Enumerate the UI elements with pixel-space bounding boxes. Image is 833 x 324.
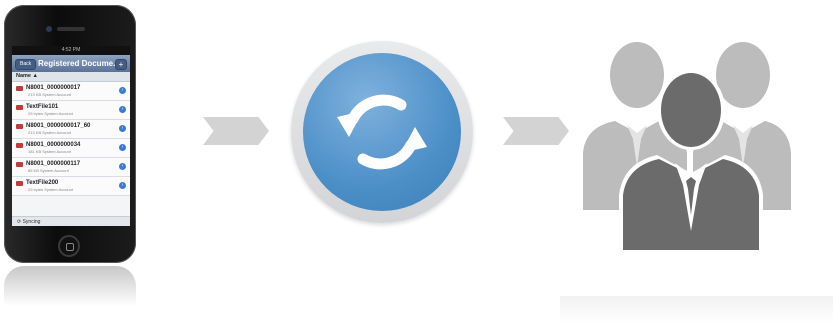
list-item[interactable]: TextFile101 29 bytes System Account › xyxy=(12,101,130,120)
sync-badge xyxy=(291,41,473,223)
sync-status-label: Syncing xyxy=(23,219,41,225)
info-icon[interactable]: › xyxy=(119,163,126,170)
list-item-subtitle: 181 KB System Account xyxy=(28,149,71,154)
camera-icon xyxy=(46,26,52,32)
list-item[interactable]: N8001_0000000017_60 213 KB System Accoun… xyxy=(12,120,130,139)
chevron-arrow-icon xyxy=(503,117,569,145)
chevron-arrow-icon xyxy=(203,117,269,145)
info-icon[interactable]: › xyxy=(119,182,126,189)
list-item[interactable]: N8001_0000000034 181 KB System Account › xyxy=(12,139,130,158)
list-item-subtitle: 213 KB System Account xyxy=(28,130,71,135)
list-item-title: N8001_0000000017_60 xyxy=(26,122,90,130)
phone-screen: 4:52 PM Back Registered Docume... + Name… xyxy=(12,46,130,226)
add-button[interactable]: + xyxy=(115,59,127,70)
file-icon xyxy=(16,162,23,167)
list-item-title: N8001_0000000034 xyxy=(26,141,80,149)
file-icon xyxy=(16,181,23,186)
speaker-grille xyxy=(57,27,85,31)
phone-reflection xyxy=(4,266,136,306)
file-icon xyxy=(16,143,23,148)
back-button[interactable]: Back xyxy=(15,59,36,70)
sort-header[interactable]: Name ▲ xyxy=(12,72,130,82)
info-icon[interactable]: › xyxy=(119,144,126,151)
file-icon xyxy=(16,86,23,91)
list-item[interactable]: TextFile200 29 bytes System Account › xyxy=(12,177,130,196)
iphone-device: 4:52 PM Back Registered Docume... + Name… xyxy=(4,5,136,263)
file-icon xyxy=(16,105,23,110)
list-item-subtitle: 29 bytes System Account xyxy=(28,187,73,192)
sync-core xyxy=(303,53,461,211)
nav-bar: Back Registered Docume... + xyxy=(12,55,130,72)
list-item-title: TextFile101 xyxy=(26,103,58,111)
sync-arrows-icon xyxy=(303,53,461,211)
list-item-title: TextFile200 xyxy=(26,179,58,187)
list-item-subtitle: 85 KB System Account xyxy=(28,168,69,173)
home-button[interactable] xyxy=(58,235,80,257)
nav-title: Registered Docume... xyxy=(38,58,120,69)
list-item-subtitle: 29 bytes System Account xyxy=(28,111,73,116)
people-reflection xyxy=(560,296,833,324)
list-item-title: N8001_0000000017 xyxy=(26,84,80,92)
list-item[interactable]: N8001_0000000117 85 KB System Account › xyxy=(12,158,130,177)
info-icon[interactable]: › xyxy=(119,106,126,113)
list-item-title: N8001_0000000117 xyxy=(26,160,80,168)
info-icon[interactable]: › xyxy=(119,125,126,132)
sync-status-bar: ⟳ Syncing xyxy=(12,216,130,226)
file-icon xyxy=(16,124,23,129)
info-icon[interactable]: › xyxy=(119,87,126,94)
list-item[interactable]: N8001_0000000017 213 KB System Account › xyxy=(12,82,130,101)
list-item-subtitle: 213 KB System Account xyxy=(28,92,71,97)
users-group-icon xyxy=(575,35,795,250)
status-bar: 4:52 PM xyxy=(12,46,130,55)
